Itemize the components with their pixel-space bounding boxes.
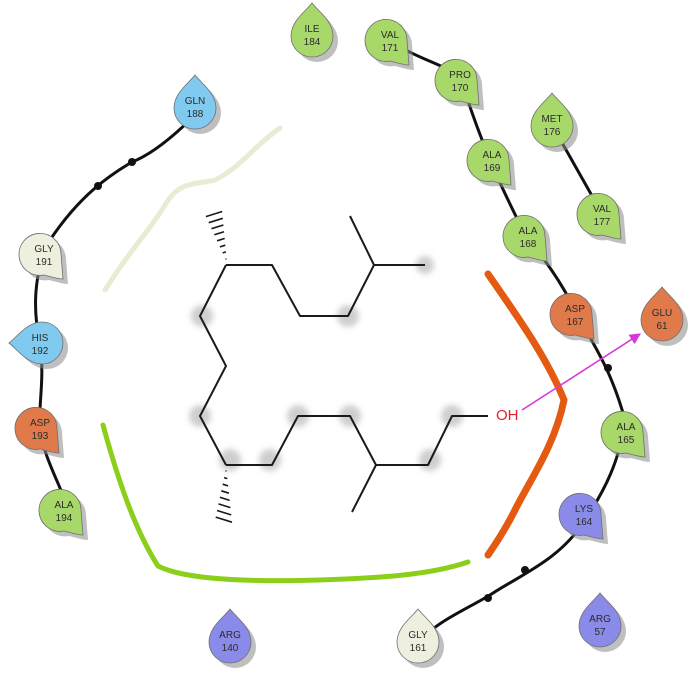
residue-name: PRO	[449, 70, 471, 81]
residue-number: 164	[576, 517, 593, 528]
residue-number: 188	[187, 109, 204, 120]
residue-number: 140	[222, 643, 239, 654]
residue-pro-170: PRO 170	[434, 59, 484, 111]
residue-marker	[290, 2, 334, 58]
residue-marker	[18, 233, 64, 280]
residue-layer: ILE184VAL171PRO170MET176ALA169VAL177ALA1…	[8, 2, 688, 668]
residue-number: 170	[452, 83, 469, 94]
residue-ala-194: ALA 194	[38, 489, 88, 540]
residue-marker	[14, 407, 60, 454]
residue-name: ASP	[30, 418, 50, 429]
residue-number: 61	[656, 321, 668, 332]
residue-name: GLY	[34, 244, 54, 255]
solvent-exposure-halos	[189, 256, 463, 471]
residue-marker	[502, 215, 548, 262]
residue-marker	[208, 608, 252, 664]
pocket-segment-glycine	[102, 125, 283, 293]
residue-val-171: VAL 171	[364, 19, 414, 71]
residue-number: 57	[594, 627, 606, 638]
pocket-segment-negative	[484, 270, 568, 559]
residue-number: 191	[36, 257, 53, 268]
residue-name: MET	[541, 114, 562, 125]
residue-number: 165	[618, 435, 635, 446]
residue-marker	[558, 493, 604, 540]
ligand-chain-upper	[226, 264, 425, 317]
residue-gln-188: GLN 188	[173, 74, 221, 134]
residue-glu-61: GLU 61	[640, 286, 688, 346]
residue-his-192: HIS 192	[8, 321, 68, 369]
residue-name: ASP	[565, 304, 585, 315]
residue-number: 167	[567, 317, 584, 328]
residue-name: LYS	[575, 504, 593, 515]
residue-marker	[364, 19, 410, 66]
residue-number: 161	[410, 643, 427, 654]
residue-name: ARG	[219, 630, 241, 641]
residue-name: GLY	[408, 630, 428, 641]
residue-number: 193	[32, 431, 49, 442]
residue-name: VAL	[593, 204, 612, 215]
residue-number: 176	[544, 127, 561, 138]
residue-gly-161: GLY 161	[396, 608, 444, 668]
residue-number: 194	[56, 513, 73, 524]
residue-marker	[530, 92, 574, 148]
residue-number: 168	[520, 239, 537, 250]
ligand-left-branch	[199, 264, 227, 466]
ligand-skeleton	[199, 215, 488, 513]
residue-marker	[38, 489, 84, 536]
residue-ile-184: ILE 184	[290, 2, 338, 62]
residue-val-177: VAL 177	[576, 193, 626, 244]
residue-name: ALA	[483, 150, 502, 161]
pocket-segment-hydrophobic	[100, 422, 471, 584]
ligand-isopropyl-upper	[349, 215, 375, 266]
residue-marker	[396, 608, 440, 664]
residue-number: 192	[32, 346, 49, 357]
residue-name: ALA	[519, 226, 538, 237]
residue-lys-164: LYS 164	[558, 493, 608, 544]
residue-ala-169: ALA 169	[466, 139, 516, 190]
residue-name: GLN	[185, 96, 206, 107]
residue-gly-191: GLY 191	[18, 233, 68, 284]
residue-arg-140: ARG 140	[208, 608, 256, 668]
residue-ala-168: ALA 168	[502, 215, 552, 266]
residue-met-176: MET 176	[530, 92, 578, 152]
residue-marker	[549, 293, 595, 340]
residue-marker	[600, 411, 646, 458]
residue-marker	[173, 74, 217, 130]
ligand-hashed-bonds	[205, 210, 233, 523]
residue-ala-165: ALA 165	[600, 411, 650, 462]
hbond-arrow	[521, 333, 641, 411]
residue-name: HIS	[32, 333, 49, 344]
residue-number: 184	[304, 37, 321, 48]
residue-name: ARG	[589, 614, 611, 625]
residue-asp-167: ASP 167	[549, 293, 599, 344]
residue-name: ALA	[617, 422, 636, 433]
residue-arg-57: ARG 57	[578, 592, 626, 652]
residue-number: 177	[594, 217, 611, 228]
residue-marker	[434, 59, 480, 106]
ligand-isopropyl-lower	[351, 464, 377, 513]
residue-marker	[578, 592, 622, 648]
residue-marker	[576, 193, 622, 240]
binding-pocket-outline	[100, 125, 568, 584]
residue-asp-193: ASP 193	[14, 407, 64, 458]
residue-name: GLU	[652, 308, 673, 319]
residue-name: VAL	[381, 30, 400, 41]
hydroxyl-label: OH	[496, 407, 519, 424]
residue-number: 169	[484, 163, 501, 174]
residue-marker	[640, 286, 684, 342]
residue-number: 171	[382, 43, 399, 54]
residue-marker	[466, 139, 512, 186]
ligand-chain-lower	[226, 415, 488, 466]
residue-marker	[8, 321, 64, 365]
residue-name: ALA	[55, 500, 74, 511]
backbone-junction-dots	[94, 158, 612, 602]
residue-name: ILE	[304, 24, 319, 35]
